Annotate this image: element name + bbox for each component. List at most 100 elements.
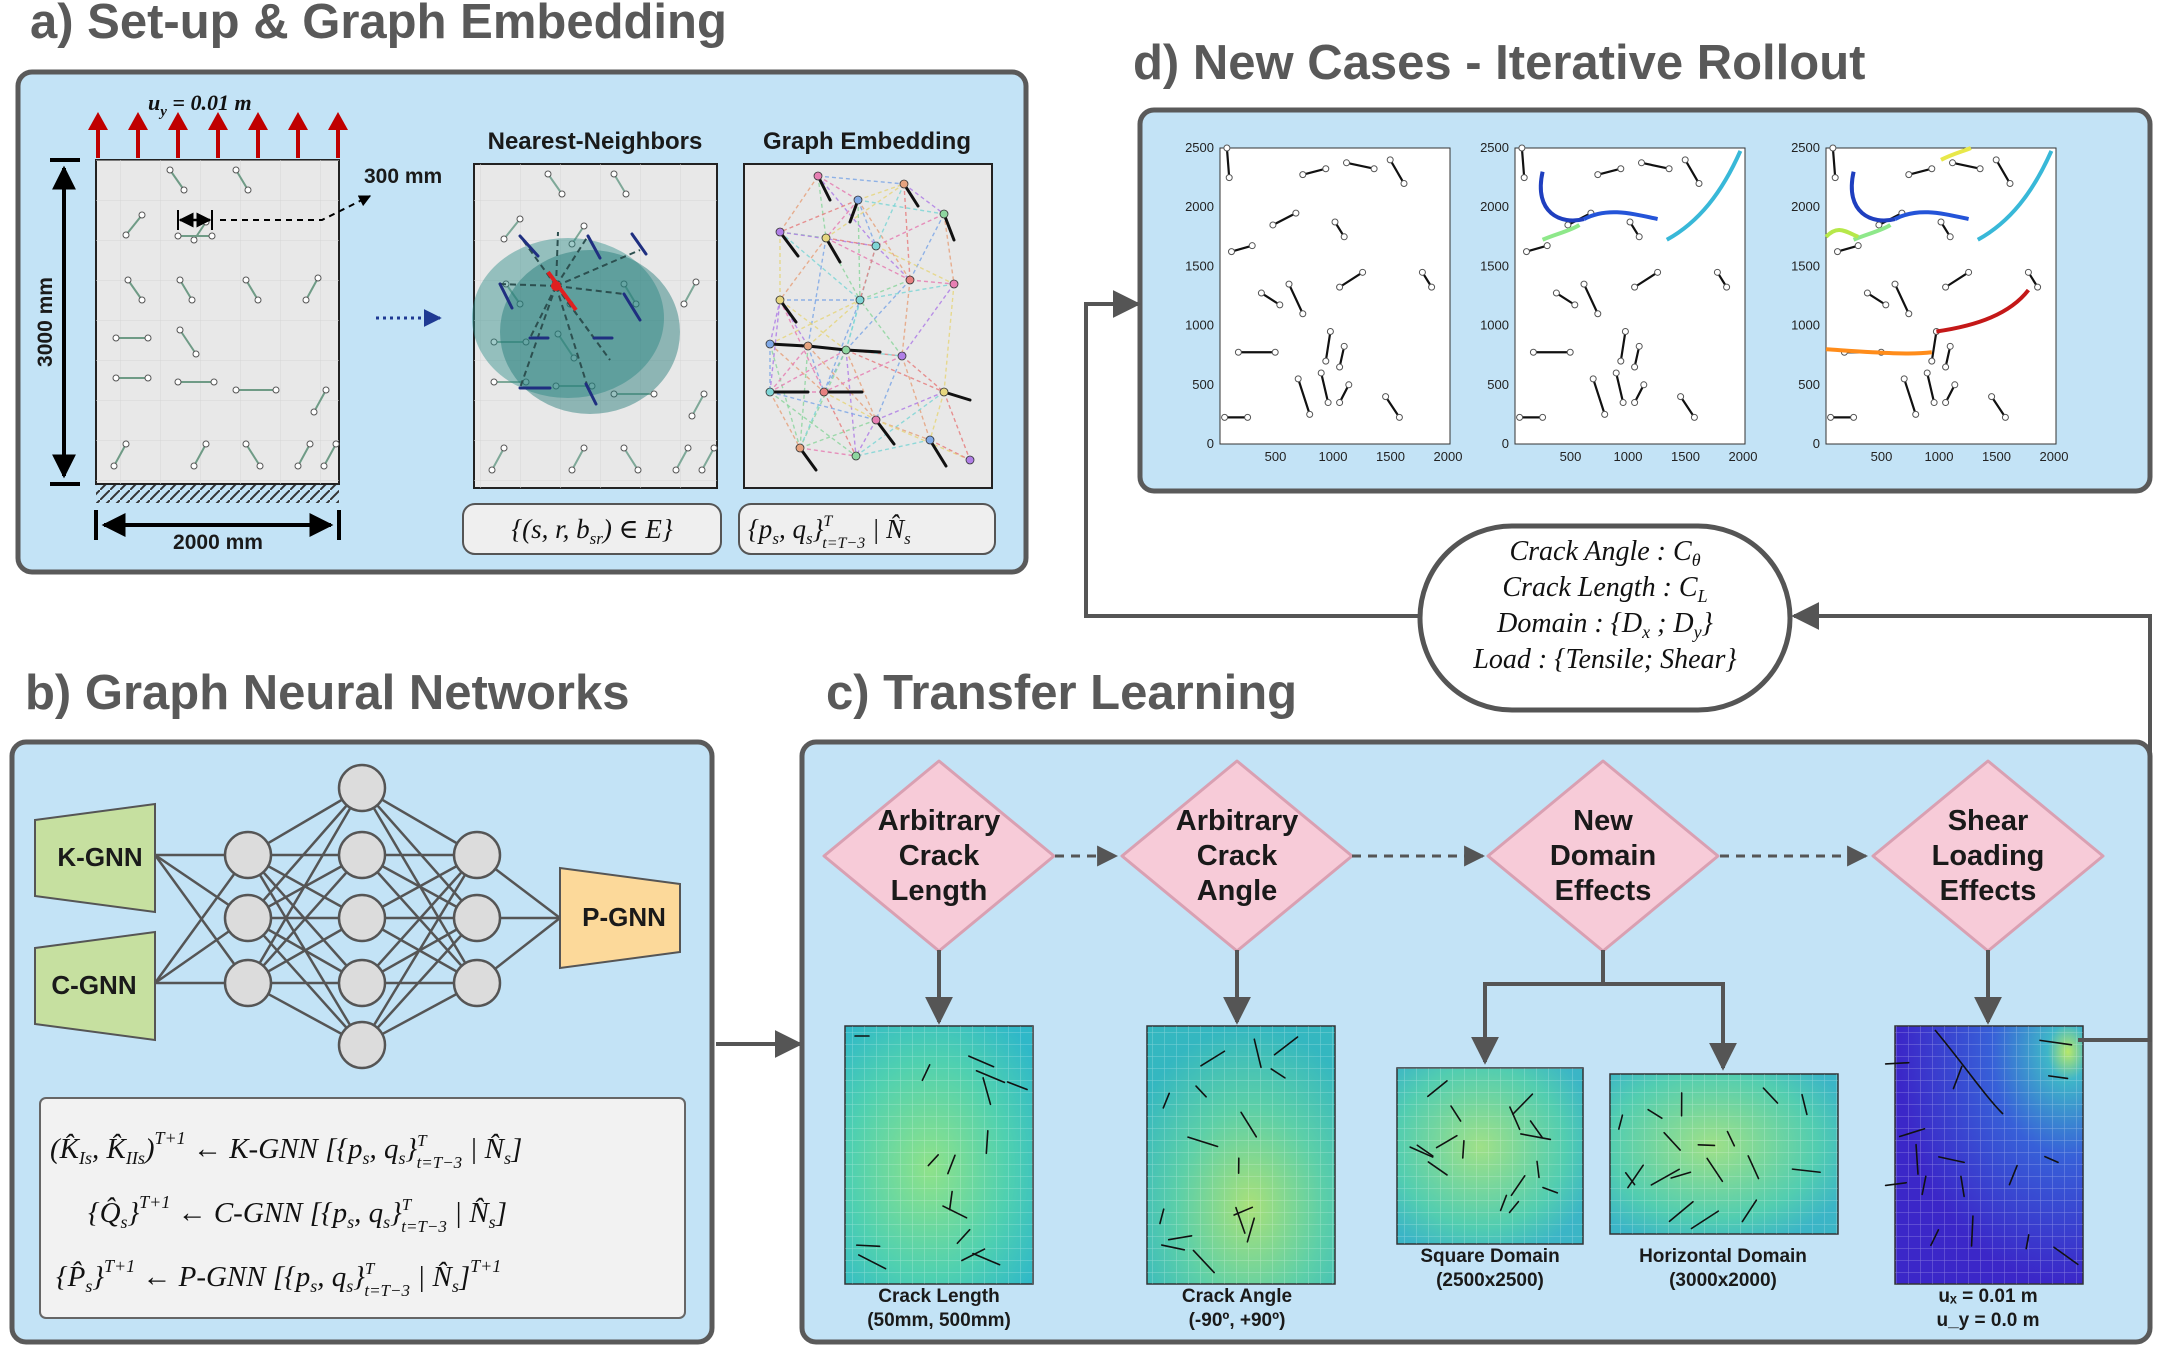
- crack-tip: [689, 413, 695, 419]
- x-tick-label: 500: [1265, 449, 1287, 464]
- crack-tip: [209, 233, 215, 239]
- crack-segment: [846, 350, 880, 352]
- crack-tip: [181, 187, 187, 193]
- crack-tip: [1323, 166, 1329, 172]
- crack-tip: [1632, 400, 1638, 406]
- crack-tip: [1553, 290, 1559, 296]
- crack-tip: [1943, 400, 1949, 406]
- y-tick-label: 0: [1502, 436, 1509, 451]
- graph-node: [856, 296, 864, 304]
- crack-tip: [1892, 281, 1898, 287]
- crack-tip: [673, 467, 679, 473]
- crack-tip: [295, 463, 301, 469]
- crack-tip: [1595, 311, 1601, 317]
- field-image-2: [1147, 1026, 1335, 1284]
- y-tick-label: 0: [1813, 436, 1820, 451]
- x-tick-label: 500: [1871, 449, 1893, 464]
- nn-node: [225, 960, 271, 1006]
- crack-tip: [1300, 172, 1306, 178]
- crack-tip: [1565, 222, 1571, 228]
- crack-tip: [1696, 181, 1702, 187]
- crack-tip: [545, 171, 551, 177]
- c-gnn-label: C-GNN: [51, 970, 136, 1000]
- selected-node: [551, 281, 561, 291]
- field-mesh: [1895, 1026, 2083, 1284]
- y-tick-label: 500: [1487, 377, 1509, 392]
- y-tick-label: 2000: [1185, 199, 1214, 214]
- x-tick-label: 1500: [1671, 449, 1700, 464]
- crack-tip: [701, 391, 707, 397]
- crack-tip: [1828, 414, 1834, 420]
- crack-tip: [611, 171, 617, 177]
- graph-node: [940, 388, 948, 396]
- crack-tip: [1950, 160, 1956, 166]
- crack-tip: [1245, 414, 1251, 420]
- crack-tip: [1636, 234, 1642, 240]
- crack-tip: [1618, 358, 1624, 364]
- crack-tip: [1272, 349, 1278, 355]
- caption-line: Square Domain: [1420, 1246, 1559, 1267]
- y-tick-label: 1500: [1791, 258, 1820, 273]
- crack-tip: [191, 463, 197, 469]
- diamond-label: Crack: [1197, 840, 1278, 872]
- crack-tip: [175, 379, 181, 385]
- crack-tip: [1832, 175, 1838, 181]
- caption-line: u_y = 0.0 m: [1937, 1310, 2040, 1331]
- crack-tip: [333, 441, 339, 447]
- caption-line: (-90º, +90º): [1189, 1310, 1286, 1331]
- crack-tip: [2025, 269, 2031, 275]
- param-crack-angle: Crack Angle : Cθ: [1509, 536, 1700, 570]
- crack-tip: [211, 379, 217, 385]
- crack-tip: [711, 445, 717, 451]
- x-tick-label: 2000: [2040, 449, 2069, 464]
- crack-tip: [1429, 284, 1435, 290]
- crack-tip: [1952, 382, 1958, 388]
- graph-node: [950, 280, 958, 288]
- crack-tip: [1337, 400, 1343, 406]
- crack-tip: [203, 441, 209, 447]
- crack-tip: [189, 297, 195, 303]
- diamond-label: Effects: [1555, 875, 1652, 907]
- crack-tip: [635, 467, 641, 473]
- crack-tip: [125, 277, 131, 283]
- x-tick-label: 1500: [1376, 449, 1405, 464]
- x-tick-label: 1000: [1319, 449, 1348, 464]
- graph-node: [822, 234, 830, 242]
- graph-node: [814, 172, 822, 180]
- diamond-label: Arbitrary: [1176, 805, 1299, 837]
- crack-tip: [1618, 166, 1624, 172]
- crack-tip: [307, 441, 313, 447]
- field-mesh: [1147, 1026, 1335, 1284]
- graph-node: [852, 452, 860, 460]
- diamond-label: Length: [891, 875, 988, 907]
- field-image-3: [1397, 1068, 1583, 1244]
- caption-line: Crack Angle: [1182, 1286, 1292, 1307]
- crack-tip: [255, 297, 261, 303]
- crack-tip: [1655, 269, 1661, 275]
- graph-node: [926, 436, 934, 444]
- crack-tip: [233, 167, 239, 173]
- crack-tip: [1249, 243, 1255, 249]
- crack-tip: [1258, 290, 1264, 296]
- crack-tip: [1851, 414, 1857, 420]
- graph-node: [854, 196, 862, 204]
- crack-tip: [1929, 358, 1935, 364]
- crack-tip: [1627, 219, 1633, 225]
- crack-tip: [303, 297, 309, 303]
- crack-tip: [1883, 302, 1889, 308]
- y-tick-label: 500: [1798, 377, 1820, 392]
- caption-line: Horizontal Domain: [1639, 1246, 1807, 1267]
- section-a-title: a) Set-up & Graph Embedding: [30, 0, 727, 49]
- crack-tip: [1524, 249, 1530, 255]
- diamond-label: Angle: [1197, 875, 1278, 907]
- crack-tip: [1906, 311, 1912, 317]
- caption-line: (2500x2500): [1436, 1270, 1544, 1291]
- nn-node: [339, 960, 385, 1006]
- nn-node: [454, 832, 500, 878]
- crack-tip: [1924, 370, 1930, 376]
- graph-node: [776, 228, 784, 236]
- graph-node: [906, 276, 914, 284]
- x-tick-label: 1500: [1982, 449, 2011, 464]
